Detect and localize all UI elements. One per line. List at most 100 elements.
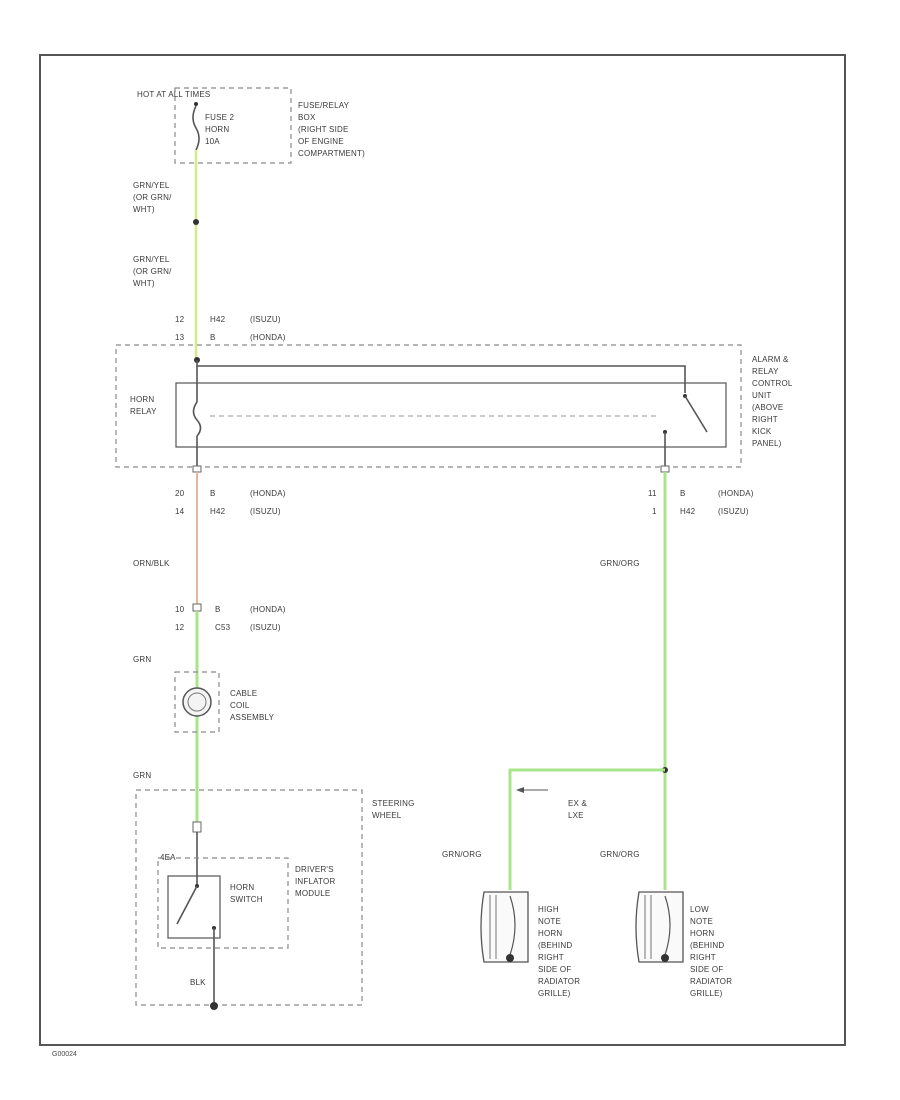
relay-br-pin-1: 11 — [648, 489, 657, 498]
ex-lxe-label-1: EX & — [568, 799, 587, 808]
wire-grn-org-high-branch — [508, 768, 665, 890]
wire-label-top-1b: (OR GRN/ — [133, 193, 172, 202]
wire-label-grn-org: GRN/ORG — [600, 559, 640, 568]
horn-switch-label-2: SWITCH — [230, 895, 263, 904]
relay-bl-pin-2: 14 — [175, 507, 185, 516]
low-horn-label-6: SIDE OF — [690, 965, 723, 974]
wire-label-top-1a: GRN/YEL — [133, 181, 170, 190]
high-horn-label-2: NOTE — [538, 917, 561, 926]
low-horn-label-3: HORN — [690, 929, 714, 938]
cable-reel-ref-2: C53 — [215, 623, 231, 632]
relay-bl-note-1: (HONDA) — [250, 489, 286, 498]
control-unit-label-8: PANEL) — [752, 439, 782, 448]
relay-feed-wire — [196, 360, 686, 393]
high-horn-label-8: GRILLE) — [538, 989, 571, 998]
inflator-module-outline — [157, 857, 289, 949]
fuse-line-1: FUSE 2 — [205, 113, 235, 122]
control-unit-label-7: KICK — [752, 427, 772, 436]
horn-switch-label-1: HORN — [230, 883, 254, 892]
high-horn-label-3: HORN — [538, 929, 562, 938]
fuse-line-2: HORN — [205, 125, 229, 134]
control-unit-label-1: ALARM & — [752, 355, 789, 364]
low-horn-label-7: RADIATOR — [690, 977, 732, 986]
fuse-terminal-top — [194, 102, 198, 106]
low-horn-label-5: RIGHT — [690, 953, 716, 962]
wire-label-grn-org-high: GRN/ORG — [442, 850, 482, 859]
relay-left-connector — [192, 465, 202, 473]
relay-top-note-2: (HONDA) — [250, 333, 286, 342]
inflator-module-label-2: INFLATOR — [295, 877, 335, 886]
horn-relay-label-1: HORN — [130, 395, 154, 404]
fuse-element-icon — [192, 105, 200, 151]
high-horn-ground — [506, 954, 514, 962]
cable-reel-note-2: (ISUZU) — [250, 623, 281, 632]
cable-coil-label-1: CABLE — [230, 689, 257, 698]
relay-coil-icon — [192, 401, 202, 437]
hot-at-all-times-label: HOT AT ALL TIMES — [137, 90, 210, 99]
fuse-box-location-5: COMPARTMENT) — [298, 149, 365, 158]
relay-top-pin-2: 13 — [175, 333, 185, 342]
relay-bl-ref-2: H42 — [210, 507, 226, 516]
wire-label-top-2a: GRN/YEL — [133, 255, 170, 264]
steering-wheel: STEERING WHEEL 4EA DRIVER'S INFLATOR MOD… — [135, 789, 415, 1006]
relay-br-pin-2: 1 — [652, 507, 657, 516]
cable-coil-label-3: ASSEMBLY — [230, 713, 275, 722]
inflator-module-label-1: DRIVER'S — [295, 865, 334, 874]
relay-bl-ref-1: B — [210, 489, 216, 498]
low-horn-label-2: NOTE — [690, 917, 713, 926]
cable-coil-inner-icon — [187, 692, 207, 712]
high-horn-coil-icon — [509, 895, 516, 956]
fuse-line-3: 10A — [205, 137, 220, 146]
steering-connector — [192, 821, 202, 833]
cable-reel-ref-1: B — [215, 605, 221, 614]
wire-label-grn-org-low: GRN/ORG — [600, 850, 640, 859]
relay-top-ref-2: B — [210, 333, 216, 342]
relay-br-note-2: (ISUZU) — [718, 507, 749, 516]
ex-lxe-label-2: LXE — [568, 811, 584, 820]
diagram-frame — [39, 54, 846, 1046]
steering-wheel-label-1: STEERING — [372, 799, 415, 808]
wire-label-top-2b: (OR GRN/ — [133, 267, 172, 276]
ex-lxe-arrow-icon — [516, 787, 524, 793]
cable-reel-note-1: (HONDA) — [250, 605, 286, 614]
low-horn-icon — [635, 891, 684, 963]
wire-label-blk: BLK — [190, 978, 206, 987]
cable-reel-pin-1: 10 — [175, 605, 185, 614]
relay-br-ref-2: H42 — [680, 507, 696, 516]
cable-coil-icon — [182, 687, 212, 717]
wire-label-grn-1: GRN — [133, 655, 151, 664]
low-horn-label-1: LOW — [690, 905, 709, 914]
inflator-module-label-3: MODULE — [295, 889, 330, 898]
fuse-box-outline — [174, 87, 292, 164]
alarm-relay-control-unit: HORN RELAY ALARM & RELAY CONTROL UNIT (A… — [115, 344, 793, 468]
control-unit-label-6: RIGHT — [752, 415, 778, 424]
high-horn-label-7: RADIATOR — [538, 977, 580, 986]
horn-relay-box — [175, 382, 727, 448]
relay-right-connector — [660, 465, 670, 473]
fuse-box-location-2: BOX — [298, 113, 316, 122]
cable-coil-outline — [174, 671, 220, 733]
fuse-box-location-1: FUSE/RELAY — [298, 101, 350, 110]
relay-top-ref-1: H42 — [210, 315, 226, 324]
wire-label-orn-blk: ORN/BLK — [133, 559, 170, 568]
wire-label-top-2c: WHT) — [133, 279, 155, 288]
low-horn-ground — [661, 954, 669, 962]
control-unit-label-5: (ABOVE — [752, 403, 783, 412]
low-horn-label-8: GRILLE) — [690, 989, 723, 998]
cable-reel-pin-2: 12 — [175, 623, 185, 632]
diagram-code: G00024 — [52, 1051, 77, 1058]
steering-wheel-label-2: WHEEL — [372, 811, 402, 820]
horn-relay-label-2: RELAY — [130, 407, 157, 416]
control-unit-label-3: CONTROL — [752, 379, 793, 388]
low-horn-label-4: (BEHIND — [690, 941, 724, 950]
horn-switch-box — [167, 875, 221, 939]
high-horn-label-4: (BEHIND — [538, 941, 572, 950]
wire-label-grn-2: GRN — [133, 771, 151, 780]
control-unit-outline — [115, 344, 742, 468]
steering-wheel-outline — [135, 789, 363, 1006]
low-horn-coil-icon — [664, 895, 671, 956]
fuse-relay-box: HOT AT ALL TIMES FUSE 2 HORN 10A FUSE/RE… — [137, 87, 365, 164]
ground-point-steering — [210, 1002, 218, 1010]
control-unit-label-2: RELAY — [752, 367, 779, 376]
